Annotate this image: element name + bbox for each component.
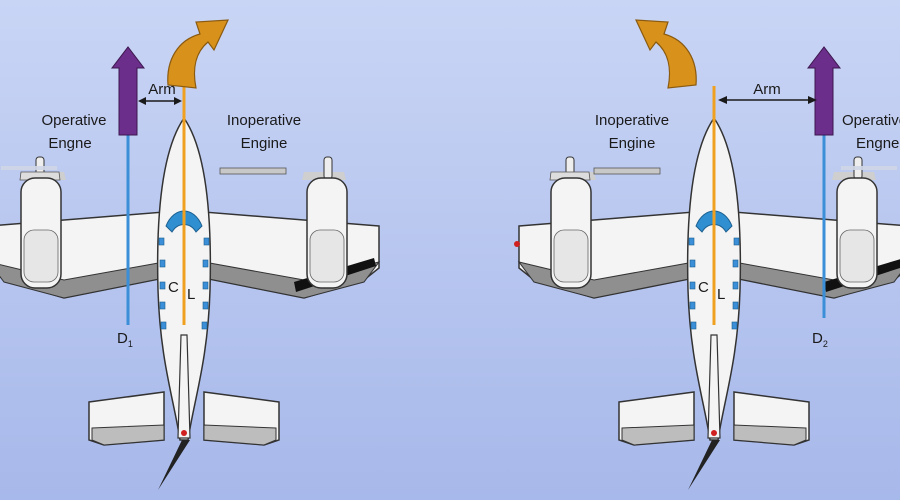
left-centerline-l: L xyxy=(187,286,195,303)
left-diagram: Arm Operative Engne Inoperative Engine C… xyxy=(0,19,380,491)
right-diagram: Arm Inoperative Engine Operative Engne C… xyxy=(514,19,900,491)
right-airplane xyxy=(518,117,900,491)
left-arm-label: Arm xyxy=(148,81,176,98)
left-airplane xyxy=(0,117,380,491)
right-wingtip-light xyxy=(514,241,520,247)
left-inoperative-label-line2: Engine xyxy=(241,135,288,152)
right-inoperative-label-line2: Engine xyxy=(609,135,656,152)
left-yaw-arrow xyxy=(167,19,229,89)
left-operative-label-line1: Operative xyxy=(41,112,106,129)
right-operative-label-line1: Operative xyxy=(842,112,900,129)
right-arm-dimension: Arm xyxy=(718,81,817,104)
left-drag-label: D1 xyxy=(117,330,133,349)
left-operative-label-line2: Engne xyxy=(48,135,91,152)
right-yaw-arrow xyxy=(635,19,697,89)
left-arm-dimension: Arm xyxy=(138,81,182,105)
left-thrust-arrow xyxy=(110,46,146,136)
right-centerline-l: L xyxy=(717,286,725,303)
right-inoperative-label-line1: Inoperative xyxy=(595,112,669,129)
right-arm-label: Arm xyxy=(753,81,781,98)
right-drag-label: D2 xyxy=(812,330,828,349)
right-operative-label-line2: Engne xyxy=(856,135,899,152)
right-thrust-arrow xyxy=(806,46,842,136)
left-centerline-c: C xyxy=(168,279,179,296)
left-inoperative-label-line1: Inoperative xyxy=(227,112,301,129)
right-centerline-c: C xyxy=(698,279,709,296)
